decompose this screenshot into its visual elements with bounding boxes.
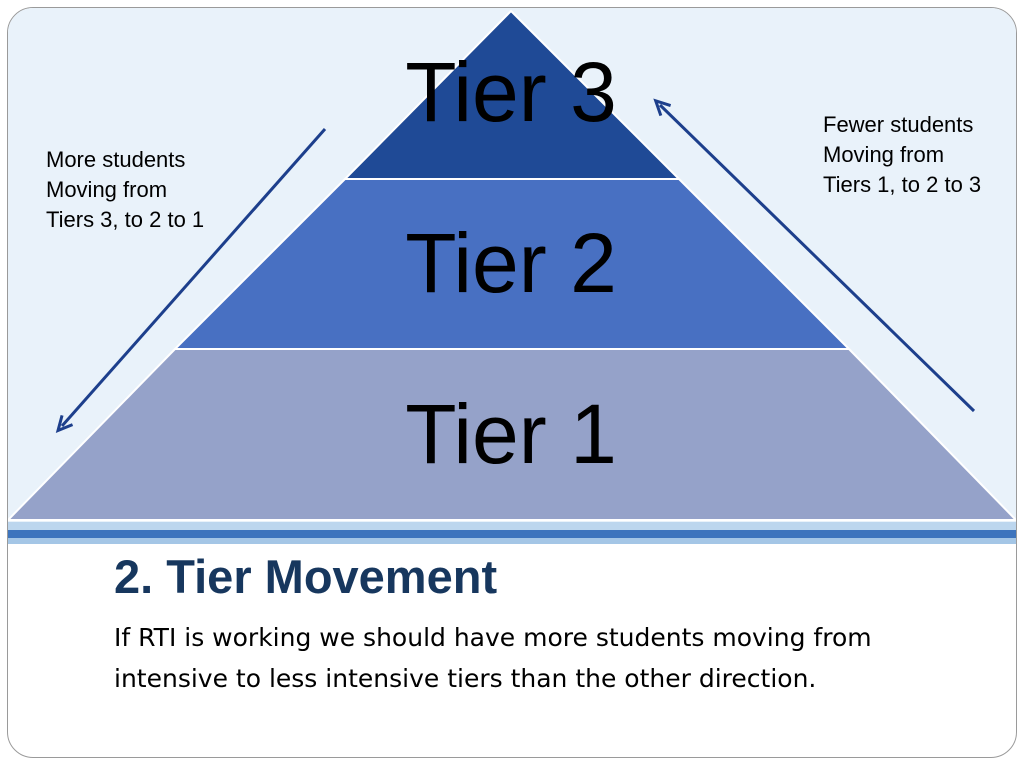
note-line: More students (46, 147, 186, 172)
note-line: Tiers 1, to 2 to 3 (823, 172, 982, 197)
fewer-students-note: Fewer students Moving from Tiers 1, to 2… (823, 110, 981, 200)
tier-3-label: Tier 3 (405, 45, 617, 139)
arrow-down-left-icon (55, 128, 327, 434)
slide: Tier 3 Tier 2 Tier 1 More students Movin… (7, 7, 1017, 758)
tier-2-label: Tier 2 (405, 216, 617, 310)
diagram-panel: Tier 3 Tier 2 Tier 1 More students Movin… (8, 8, 1016, 522)
slide-title: 2. Tier Movement (114, 550, 498, 603)
divider-stripe (8, 522, 1016, 530)
more-students-note: More students Moving from Tiers 3, to 2 … (46, 145, 204, 235)
pyramid-diagram: Tier 3 Tier 2 Tier 1 (8, 9, 1016, 521)
divider-stripe (8, 530, 1016, 538)
divider-stripe (8, 538, 1016, 544)
slide-body-text: If RTI is working we should have more st… (114, 623, 872, 693)
arrow-up-right-icon (653, 98, 976, 413)
tier-1-label: Tier 1 (405, 387, 617, 481)
note-line: Moving from (823, 142, 945, 167)
note-line: Moving from (46, 177, 168, 202)
note-line: Tiers 3, to 2 to 1 (46, 207, 205, 232)
note-line: Fewer students (823, 112, 974, 137)
tier-1-section (8, 348, 1016, 521)
